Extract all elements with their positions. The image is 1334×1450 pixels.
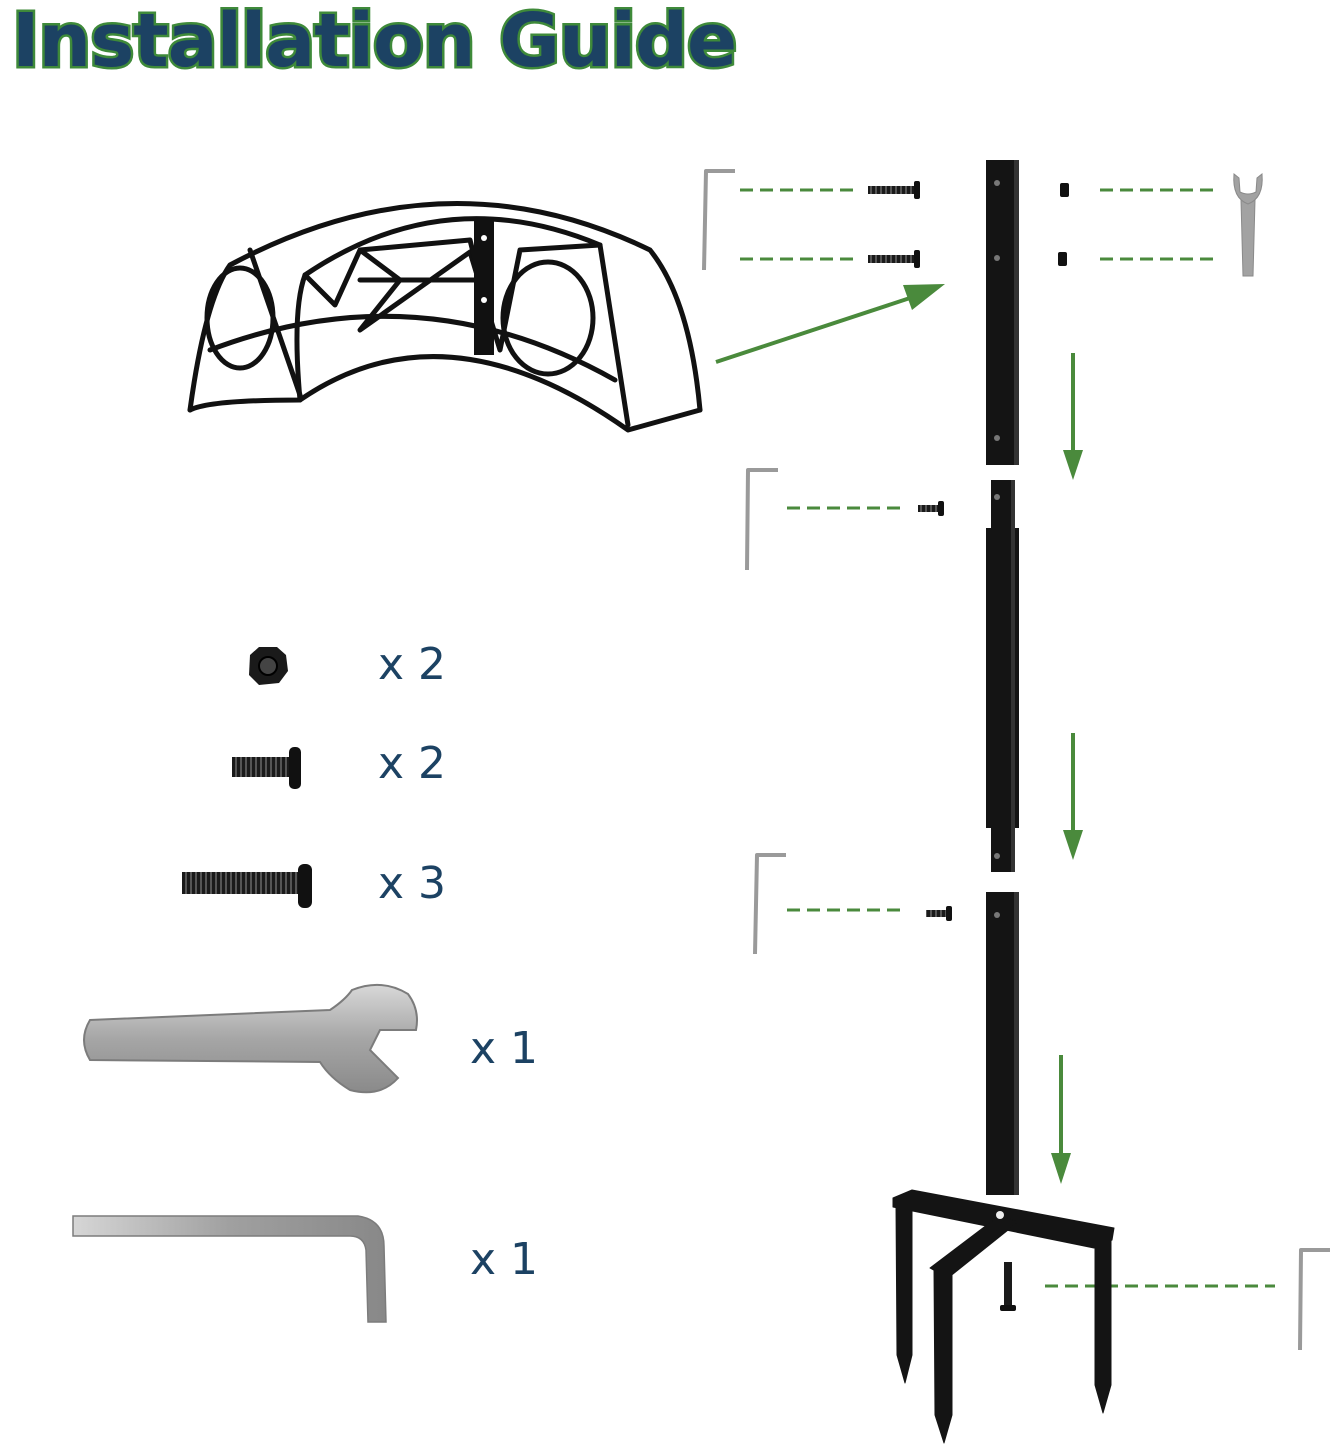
assembly-bolt-icon [918,501,944,516]
hex-nut-quantity: x 2 [378,639,447,690]
allen-key-icon [1298,1248,1330,1351]
wrench-icon [1233,173,1263,277]
arrow-diagonal-icon [715,284,945,364]
arrow-down-icon [1063,353,1083,480]
short-bolt-quantity: x 2 [378,738,447,789]
top-pole-icon [986,160,1019,465]
ground-stake-base-icon [892,1189,1115,1444]
allen-key-icon [702,169,735,271]
assembly-bolt-icon [926,906,952,921]
hex-nut-icon [249,647,288,685]
assembly-arrows [715,284,1083,1184]
hose-holder-icon [187,201,703,433]
bottom-pole-icon [986,892,1019,1195]
assembly-nut-icon [1060,183,1069,197]
assembly-bolt-icon [868,181,920,199]
allen-key-icon [745,468,778,571]
long-bolt-quantity: x 3 [378,858,447,909]
assembly-bolt-icon [868,250,920,268]
arrow-down-icon [1051,1055,1071,1184]
wrench-quantity: x 1 [470,1023,539,1074]
long-bolt-icon [182,864,312,908]
allen-key-quantity: x 1 [470,1234,539,1285]
arrow-down-icon [1063,733,1083,860]
assembly-nut-icon [1058,252,1067,266]
allen-key-icon [753,853,786,955]
assembly-bolt-icon [1000,1262,1016,1311]
middle-pole-icon [986,480,1019,872]
short-bolt-icon [232,747,301,789]
wrench-icon [83,983,418,1094]
dashed-guides [740,188,1275,1288]
allen-key-icon [72,1215,387,1323]
page-title: Installation Guide [9,0,739,84]
